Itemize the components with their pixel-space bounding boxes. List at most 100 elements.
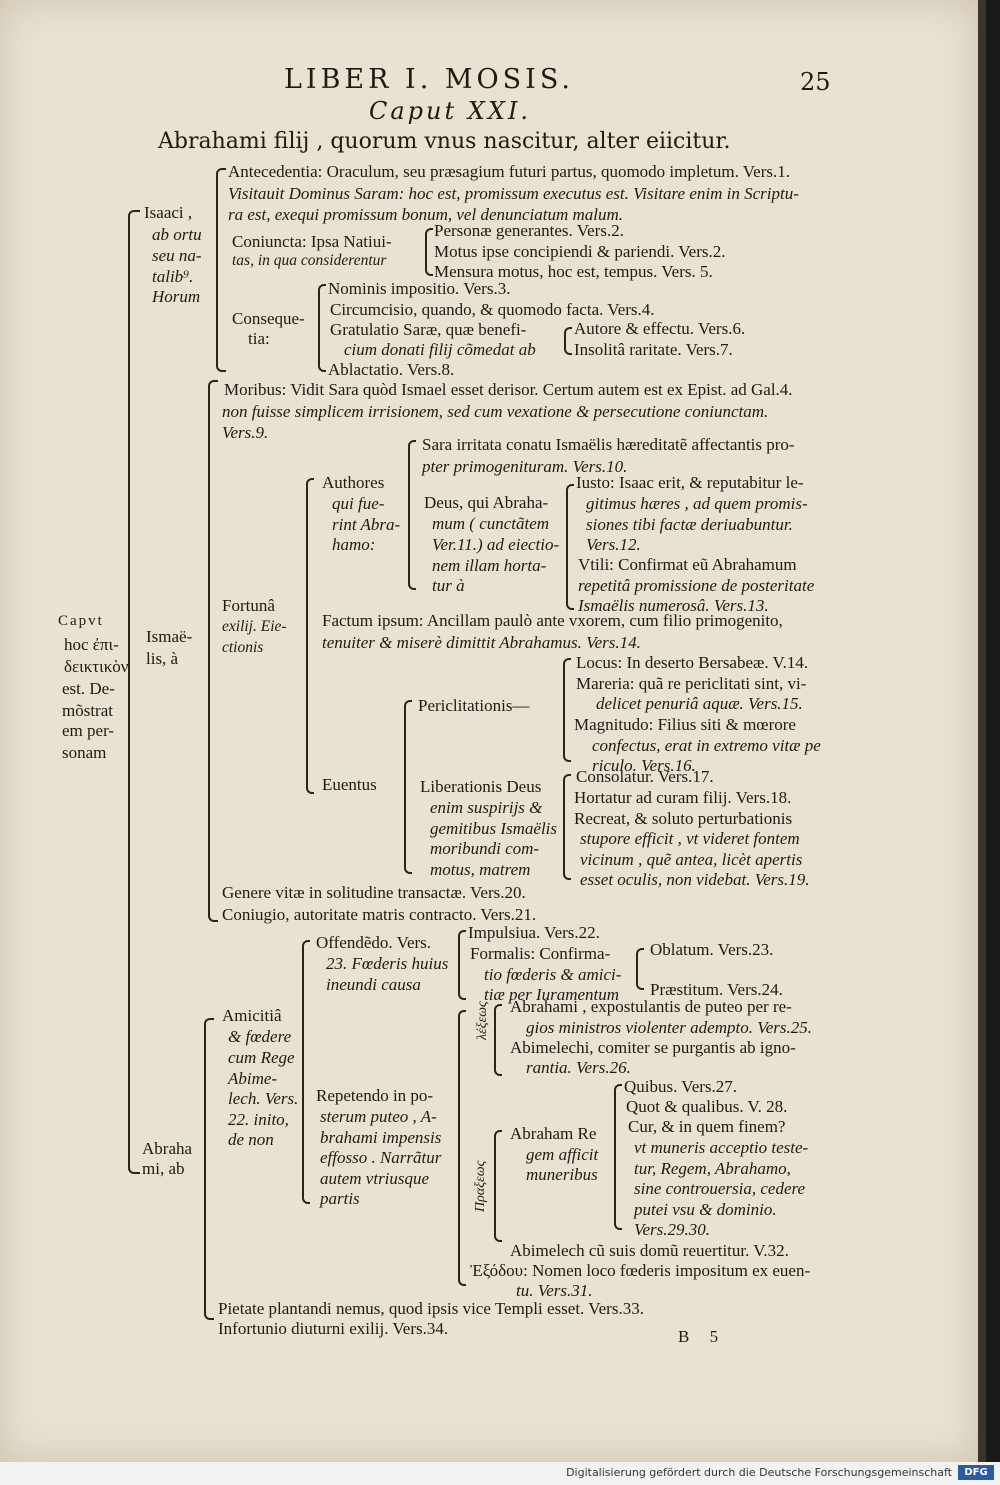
coniuncta-item: Mensura motus, hoc est, tempus. Vers. 5. xyxy=(434,262,713,281)
dfg-credit: Digitalisierung gefördert durch die Deut… xyxy=(566,1466,952,1479)
fortuna-label: ctionis xyxy=(222,639,264,656)
praxis-label: Πραξεως xyxy=(473,1160,488,1212)
abraham-brace xyxy=(204,1018,214,1320)
lexis-line: Abimelechi, comiter se purgantis ab igno… xyxy=(510,1038,796,1057)
authores-label: Authores xyxy=(322,473,385,492)
liberationis-line: enim suspirijs & xyxy=(430,798,543,817)
infortunio-line: Infortunio diuturni exilij. Vers.34. xyxy=(218,1319,449,1338)
formalis-line: Formalis: Confirma- xyxy=(470,944,611,963)
exodos-line: Ἐξόδου: Nomen loco fœderis impositum ex … xyxy=(470,1261,811,1280)
amicitia-line: Amicitiâ xyxy=(222,1006,282,1025)
abimelech-reuertitur: Abimelech cũ suis domũ reuertitur. V.32. xyxy=(510,1241,789,1260)
gratulatio-brace xyxy=(564,327,572,355)
ismael-label: Ismaë- xyxy=(146,627,193,646)
offendedo-brace xyxy=(458,930,466,1000)
root-line: δεικτικὸν xyxy=(64,657,129,676)
deus-line: tur à xyxy=(432,576,465,595)
deus-line: nem illam horta- xyxy=(432,556,547,575)
book-page: LIBER I. MOSIS. 25 Caput XXI. Abrahami f… xyxy=(0,0,986,1462)
page-number: 25 xyxy=(800,68,831,96)
exodos-line: tu. Vers.31. xyxy=(516,1281,593,1300)
abraham-label: Abraha xyxy=(142,1139,193,1158)
peri-item: riculo. Vers.16. xyxy=(592,756,696,775)
oblatum: Oblatum. Vers.23. xyxy=(650,940,774,959)
amicitia-brace xyxy=(302,940,310,1204)
authores-label: rint Abra- xyxy=(332,515,401,534)
repetendo-line: brahami impensis xyxy=(320,1128,442,1147)
liberationis-line: gemitibus Ismaëlis xyxy=(430,819,558,838)
repetendo-brace xyxy=(458,1010,466,1286)
amicitia-line: 22. inito, xyxy=(228,1110,289,1129)
praxis-brace xyxy=(494,1130,502,1242)
iusto-line: siones tibi factæ deriuabuntur. xyxy=(586,515,793,534)
abraham-rege-line: muneribus xyxy=(526,1165,598,1184)
lib-item: stupore efficit , vt videret fontem xyxy=(580,829,800,848)
isaac-label: ab ortu xyxy=(152,225,202,244)
consequentia-item: Ablactatio. Vers.8. xyxy=(328,360,455,379)
abraham-label: mi, ab xyxy=(142,1159,185,1178)
quibus-brace xyxy=(614,1084,622,1230)
root-line: em per- xyxy=(62,721,115,740)
periclitationis-label: Periclitationis— xyxy=(418,696,530,715)
consequentia-item: cium donati filij cõmedat ab xyxy=(344,340,536,359)
abraham-rege-line: Abraham Re xyxy=(510,1124,597,1143)
root-brace xyxy=(128,210,140,1174)
peri-item: Mareria: quã re periclitati sint, vi- xyxy=(576,674,807,693)
formalis-line: tio fœderis & amici- xyxy=(484,965,622,984)
lexis-line: gios ministros violenter adempto. Vers.2… xyxy=(526,1018,812,1037)
antecedentia-line: ra est, exequi promissum bonum, vel denu… xyxy=(228,205,624,224)
authores-label: hamo: xyxy=(332,535,376,554)
repetendo-line: Repetendo in po- xyxy=(316,1086,434,1105)
coniuncta-item: Personæ generantes. Vers.2. xyxy=(434,221,624,240)
ismael-brace xyxy=(208,380,218,922)
consequentia-item: Circumcisio, quando, & quomodo facta. Ve… xyxy=(330,300,655,319)
coniuncta-item: Motus ipse concipiendi & pariendi. Vers.… xyxy=(434,242,726,261)
coniugio-line: Coniugio, autoritate matris contracto. V… xyxy=(222,905,537,924)
vtili-line: Ismaëlis numerosâ. Vers.13. xyxy=(578,596,769,615)
lexis-label: λέξεως xyxy=(475,1001,490,1040)
running-title: LIBER I. MOSIS. xyxy=(284,64,574,95)
consequentia-item: Gratulatio Saræ, quæ benefi- xyxy=(330,320,527,339)
deus-line: Ver.11.) ad eiectio- xyxy=(432,535,560,554)
root-line: est. De- xyxy=(62,679,115,698)
root-line: Capvt xyxy=(58,613,104,629)
sara-line: pter primogenituram. Vers.10. xyxy=(422,457,628,476)
root-line: sonam xyxy=(62,743,107,762)
quibus-item: Quot & qualibus. V. 28. xyxy=(626,1097,788,1116)
digitization-strip: Digitalisierung gefördert durch die Deut… xyxy=(0,1462,1000,1485)
lib-item: Consolatur. Vers.17. xyxy=(576,767,714,786)
chapter-heading: Caput XXI. xyxy=(369,97,532,125)
factum-line: Factum ipsum: Ancillam paulò ante vxorem… xyxy=(322,611,783,630)
lib-item: Recreat, & soluto perturbationis xyxy=(574,809,793,828)
sara-line: Sara irritata conatu Ismaëlis hæreditatẽ… xyxy=(422,435,795,454)
fortuna-label: Fortunâ xyxy=(222,596,275,615)
liberationis-line: moribundi com- xyxy=(430,839,540,858)
quibus-item: Quibus. Vers.27. xyxy=(624,1077,738,1096)
gratulatio-sub: Insolitâ raritate. Vers.7. xyxy=(574,340,733,359)
isaac-label: Horum xyxy=(152,287,201,306)
peri-item: Locus: In deserto Bersabeæ. V.14. xyxy=(576,653,809,672)
quibus-item: sine controuersia, cedere xyxy=(634,1179,806,1198)
gratulatio-sub: Autore & effectu. Vers.6. xyxy=(574,319,746,338)
lexis-brace xyxy=(494,1004,502,1076)
chapter-title: Abrahami filij , quorum vnus nascitur, a… xyxy=(158,129,731,154)
authores-label: qui fue- xyxy=(332,494,385,513)
deus-line: mum ( cunctãtem xyxy=(432,514,550,533)
consequentia-brace xyxy=(318,284,326,372)
amicitia-line: cum Rege xyxy=(228,1048,295,1067)
dfg-logo-icon: DFG xyxy=(958,1465,994,1480)
lexis-line: rantia. Vers.26. xyxy=(526,1058,631,1077)
page-edge xyxy=(978,0,986,1462)
factum-line: tenuiter & miserè dimittit Abrahamus. Ve… xyxy=(322,633,641,652)
repetendo-line: effosso . Narrãtur xyxy=(320,1148,442,1167)
isaac-label: seu na- xyxy=(152,246,202,265)
root-line: hoc ἐπι- xyxy=(64,635,119,654)
ismael-label: lis, à xyxy=(146,649,179,668)
euentus-brace xyxy=(404,700,412,874)
periclitationis-brace xyxy=(563,658,571,762)
isaac-label: talib⁹. xyxy=(152,267,194,286)
signature-mark: B 5 xyxy=(678,1327,727,1346)
antecedentia-line: Antecedentia: Oraculum, seu præsagium fu… xyxy=(228,162,790,181)
fortuna-label: exilij. Eie- xyxy=(222,618,287,635)
authores-brace xyxy=(408,440,416,590)
